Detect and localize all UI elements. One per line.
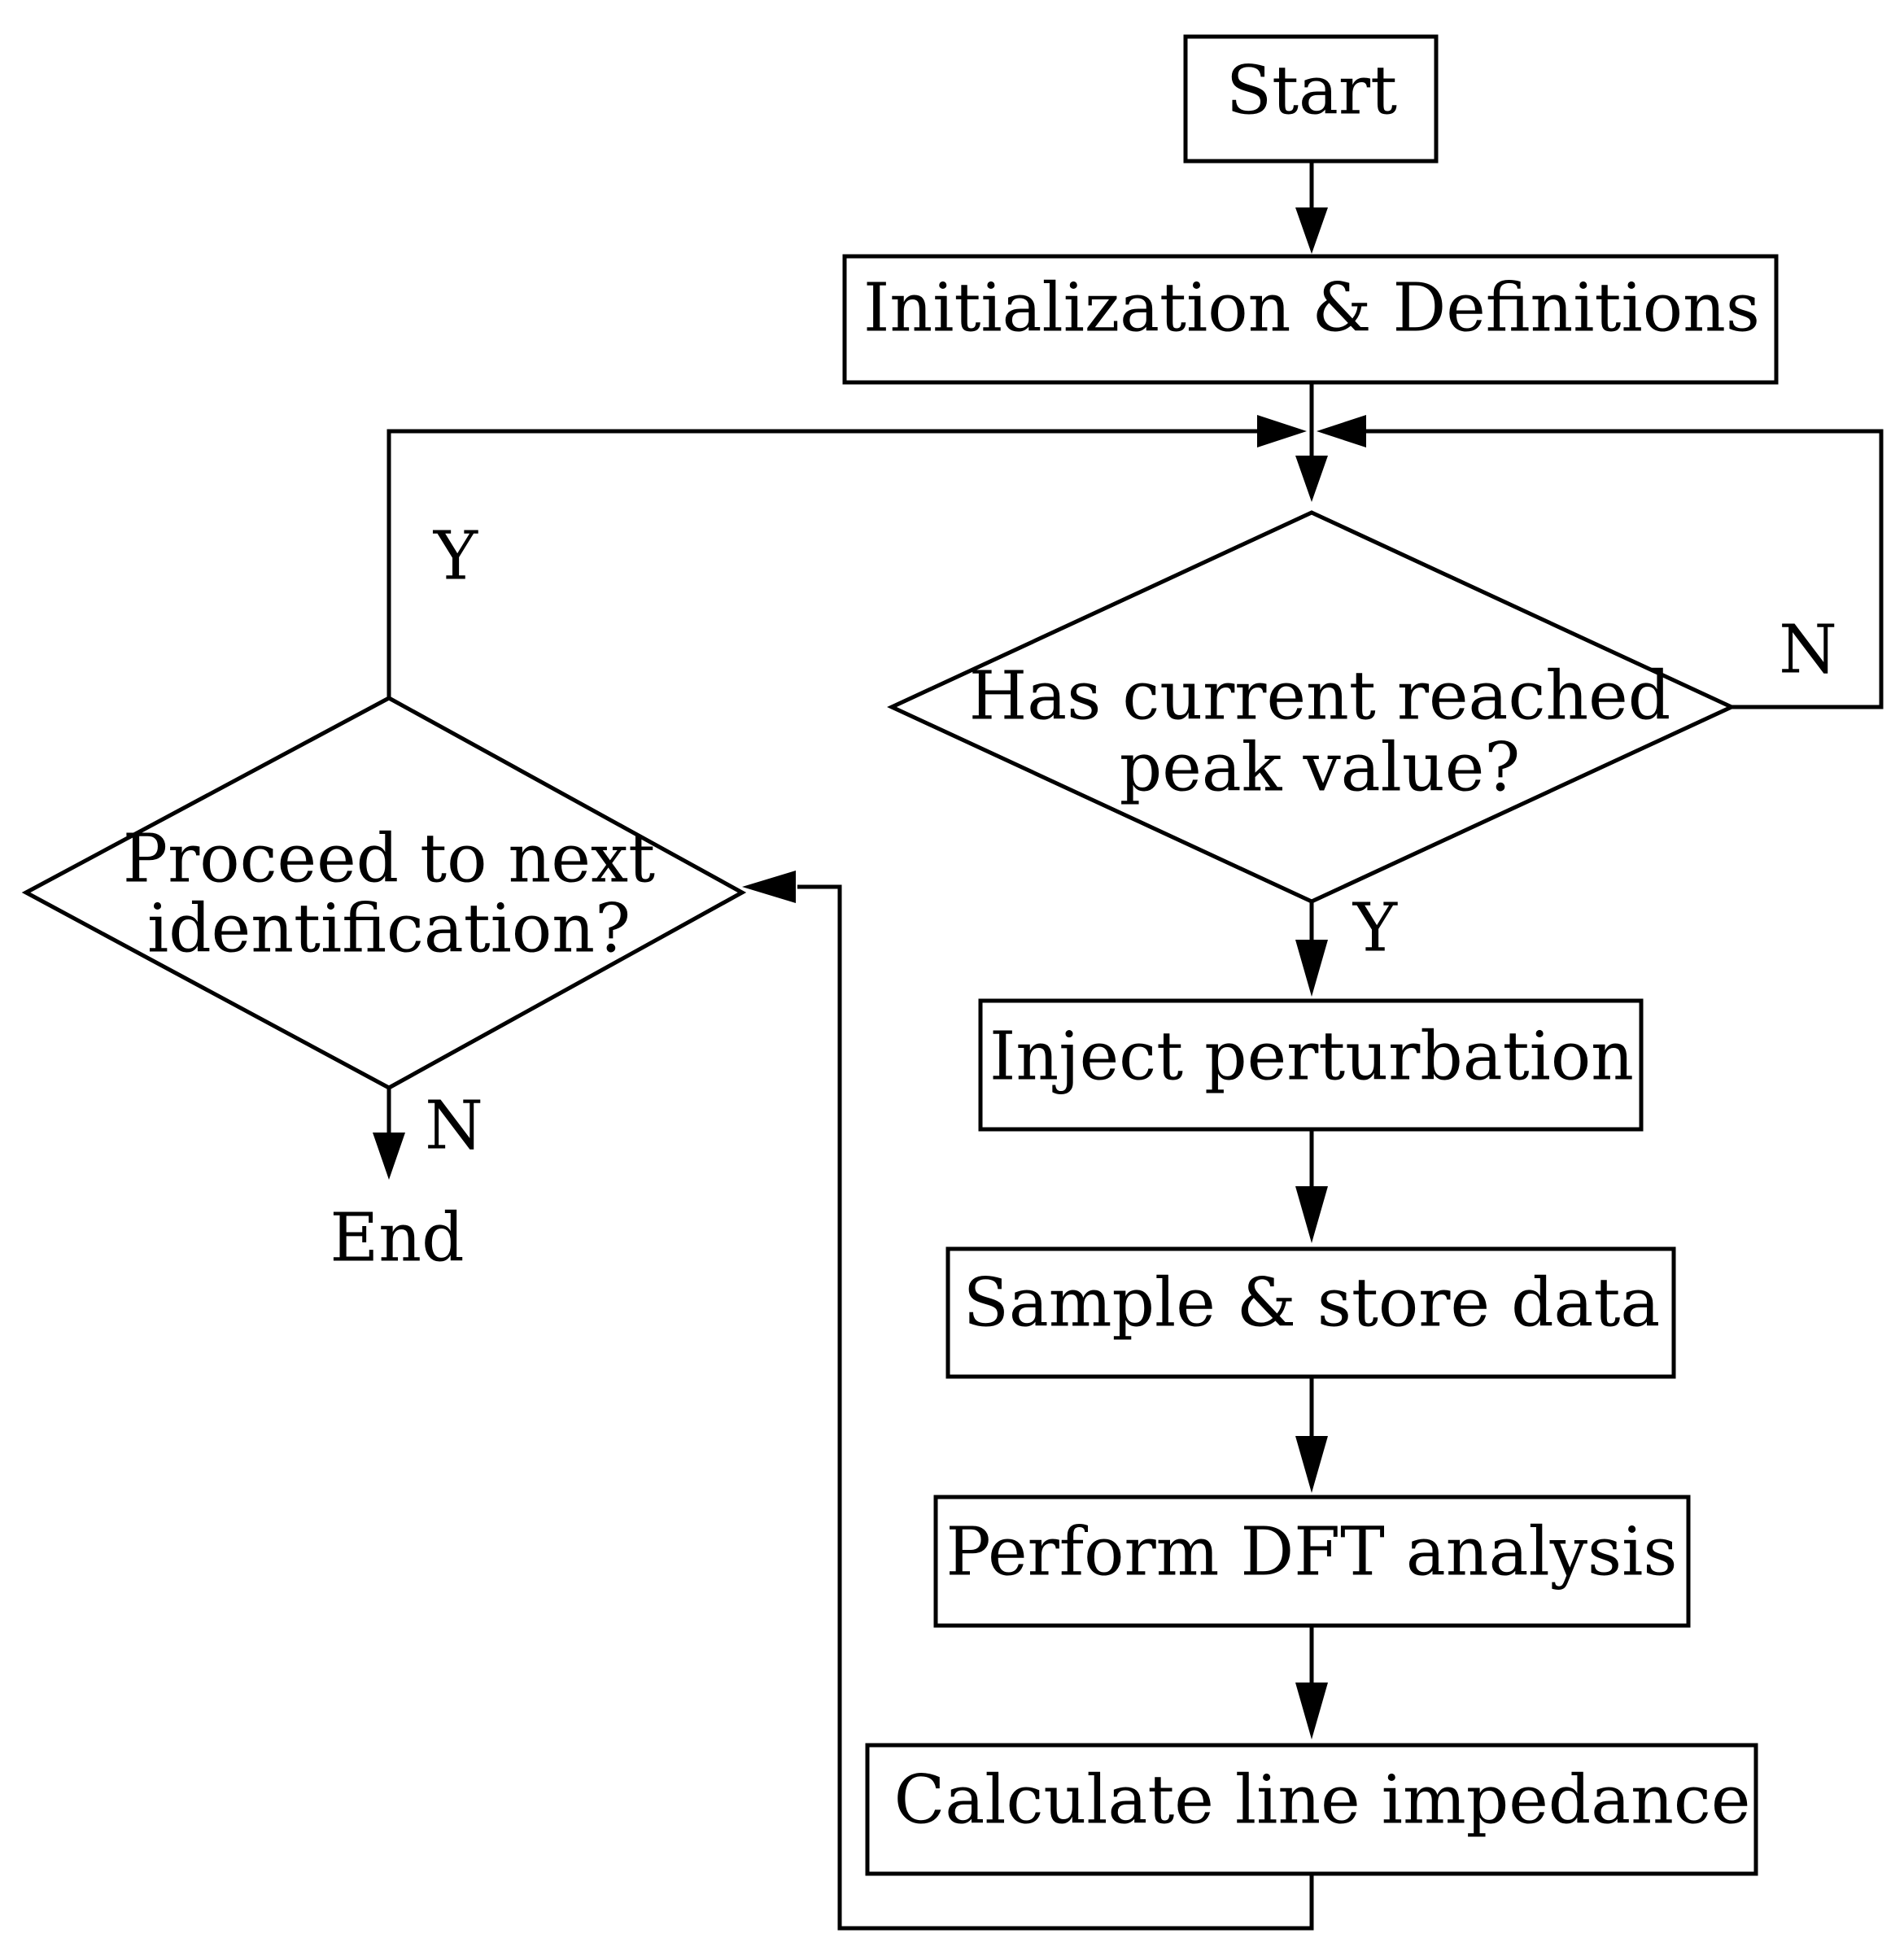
arrowhead-inject <box>1295 940 1328 997</box>
dft-label: Perform DFT analysis <box>946 1514 1678 1591</box>
start-box <box>1183 34 1439 164</box>
peak-no-label: N <box>1779 612 1837 689</box>
init-label: Initialization & Definitions <box>863 270 1760 347</box>
arrowhead-next-decision <box>742 871 796 903</box>
calc-label: Calculate line impedance <box>894 1762 1751 1840</box>
next-yes-label: Y <box>433 518 478 596</box>
next-decision-label-line1: Proceed to next <box>123 821 655 898</box>
peak-decision-label-line1: Has current reached <box>969 658 1670 735</box>
arrowhead-sample <box>1295 1186 1328 1243</box>
connectors <box>386 161 1884 1931</box>
arrowhead-merge-left <box>1257 415 1307 447</box>
start-label: Start <box>1226 53 1397 130</box>
next-decision-label-line2: identification? <box>147 891 631 968</box>
arrowhead-end <box>373 1133 405 1180</box>
next-no-label: N <box>425 1088 483 1165</box>
end-label: End <box>330 1200 464 1277</box>
arrowhead-calc <box>1295 1683 1328 1739</box>
dft-box <box>933 1495 1691 1628</box>
arrowhead-merge-right <box>1317 415 1366 447</box>
sample-label: Sample & store data <box>963 1265 1661 1342</box>
inject-label: Inject perturbation <box>989 1019 1634 1096</box>
edge-peak-no-loop <box>1357 429 1884 709</box>
calc-box <box>865 1743 1758 1876</box>
init-box <box>842 254 1779 385</box>
edge-next-yes-loop <box>386 429 1263 698</box>
arrowhead-peak <box>1295 456 1328 502</box>
arrowhead-dft <box>1295 1436 1328 1493</box>
arrowheads <box>373 207 1366 1739</box>
peak-yes-label: Y <box>1352 890 1398 967</box>
next-decision-diamond <box>21 696 747 1090</box>
edge-calc-next <box>797 884 1314 1931</box>
inject-box <box>978 998 1644 1132</box>
sample-box <box>945 1246 1676 1379</box>
peak-decision-label-line2: peak value? <box>1120 730 1520 807</box>
arrowhead-init <box>1295 207 1328 254</box>
peak-decision-diamond <box>887 510 1736 904</box>
